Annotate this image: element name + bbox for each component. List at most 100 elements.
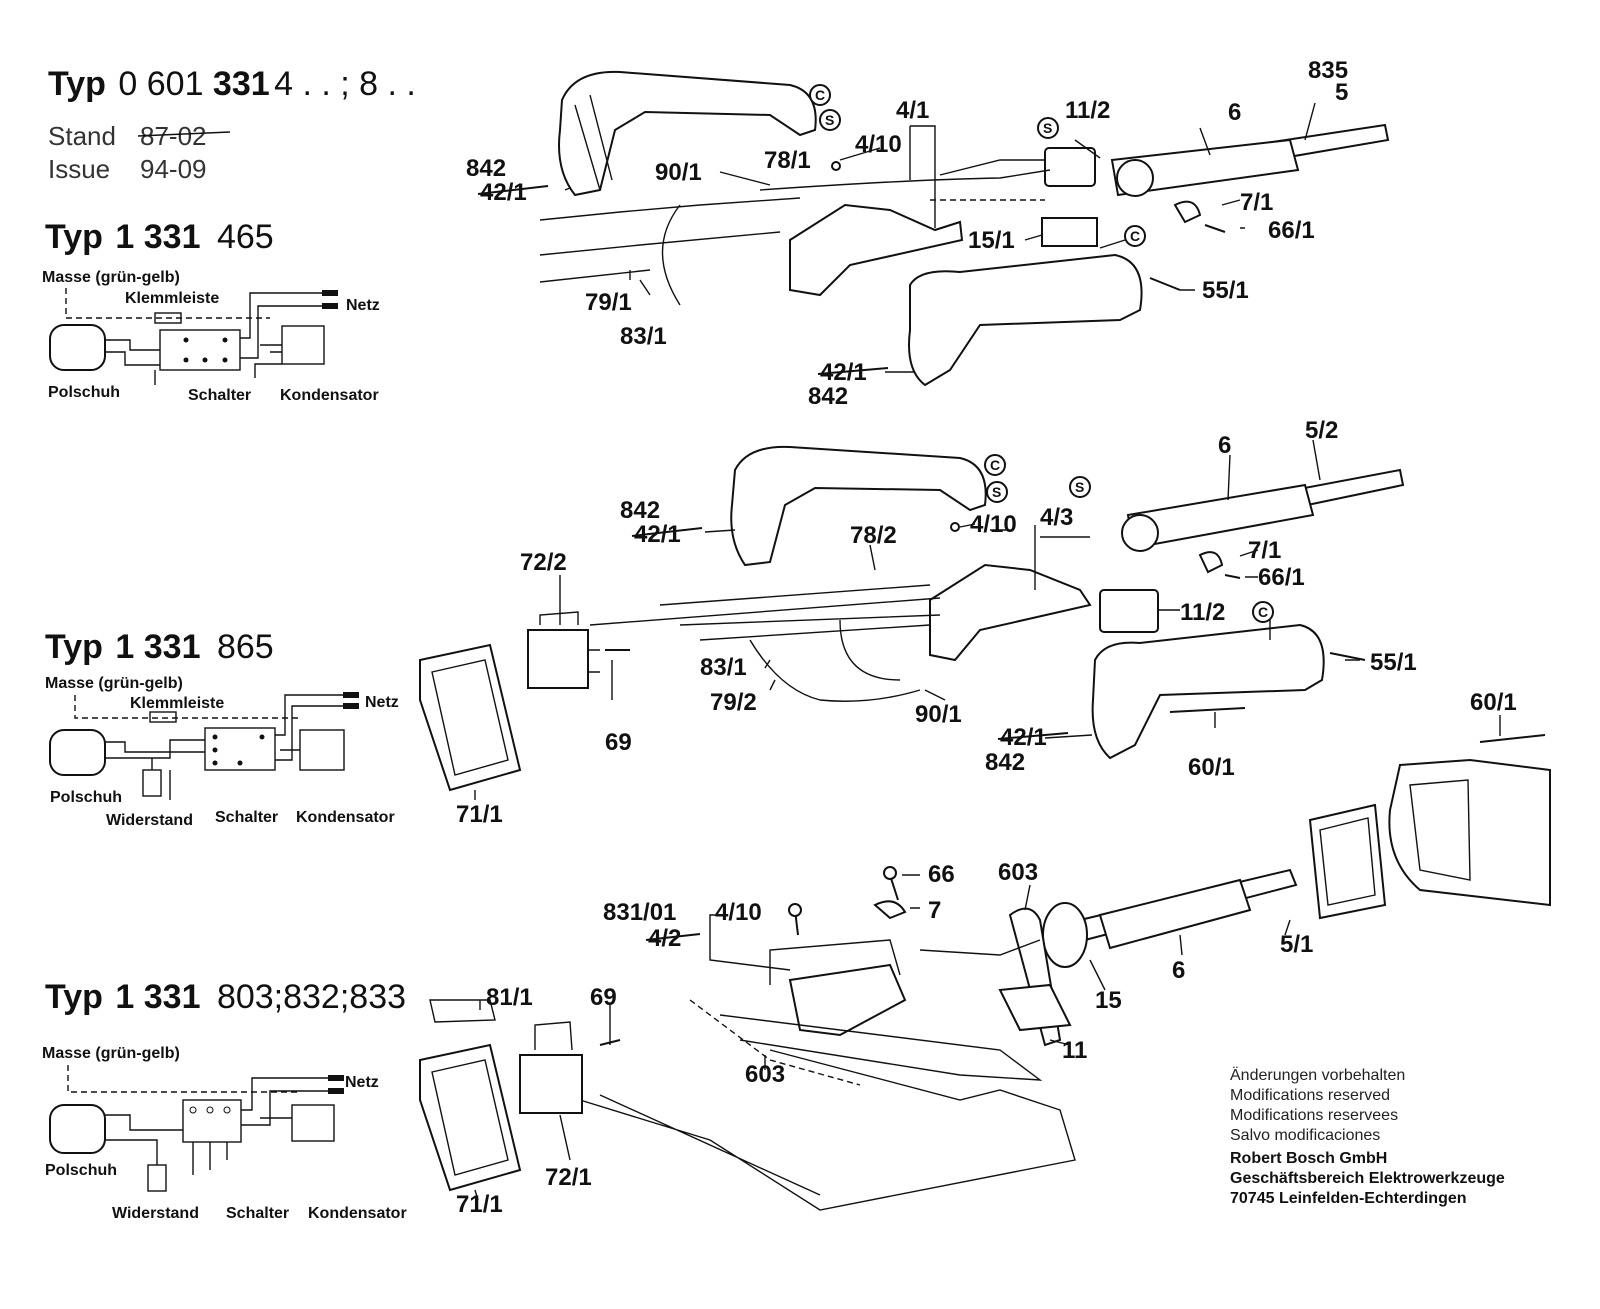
cable-clamp xyxy=(1173,200,1202,224)
part-78-2: 78/2 xyxy=(850,522,897,549)
part-71-1-mid: 71/1 xyxy=(456,801,503,828)
part-6-mid: 6 xyxy=(1218,432,1231,459)
part-79-2: 79/2 xyxy=(710,689,757,716)
note-line-3: Modifications reservees xyxy=(1230,1107,1398,1124)
switch-part xyxy=(788,963,907,1037)
label-kondensator: Kondensator xyxy=(308,1205,407,1222)
part-71-1-bot: 71/1 xyxy=(456,1191,503,1218)
label-netz: Netz xyxy=(346,297,380,314)
part-11: 11 xyxy=(1062,1037,1087,1064)
switch-symbol xyxy=(204,727,276,771)
capacitor-part xyxy=(1044,147,1096,187)
svg-text:C: C xyxy=(815,87,825,103)
resistor-symbol xyxy=(142,769,162,797)
capacitor-symbol xyxy=(299,729,345,771)
part-66: 66 xyxy=(928,861,955,888)
part-6: 6 xyxy=(1228,99,1241,126)
part-60-1-mid-b: 60/1 xyxy=(1470,689,1517,716)
part-66-1: 66/1 xyxy=(1268,217,1315,244)
part-842-mid-b: 842 xyxy=(985,749,1025,776)
svg-text:C: C xyxy=(1258,604,1268,620)
variant-title-865: Typ 1 331 865 xyxy=(45,628,274,666)
label-widerstand: Widerstand xyxy=(112,1205,199,1222)
issue-line: Issue 94-09 xyxy=(48,154,207,184)
wiring-diagram-803: Masse (grün-gelb) Netz Polschuh Widersta… xyxy=(42,1045,407,1222)
housing-ring-71-1 xyxy=(419,1043,522,1192)
svg-text:S: S xyxy=(825,112,834,128)
capacitor-part xyxy=(1099,589,1159,633)
part-4-10-mid: 4/10 xyxy=(970,511,1017,538)
label-schalter: Schalter xyxy=(188,387,251,404)
stand-line: Stand 87-02 xyxy=(48,121,207,151)
part-69-mid: 69 xyxy=(605,729,632,756)
part-15: 15 xyxy=(1095,987,1122,1014)
part-7-1: 7/1 xyxy=(1240,189,1273,216)
part-835: 835 xyxy=(1308,57,1348,84)
switch-part xyxy=(929,563,1092,662)
label-polschuh: Polschuh xyxy=(50,789,122,806)
part-842-top-b: 842 xyxy=(808,383,848,410)
svg-text:S: S xyxy=(1075,479,1084,495)
handle-lower-shell xyxy=(908,253,1143,387)
part-5-2: 5/2 xyxy=(1305,417,1338,444)
label-kondensator: Kondensator xyxy=(296,809,395,826)
part-603-b: 603 xyxy=(745,1061,785,1088)
part-5: 5 xyxy=(1335,79,1348,106)
handle-lower-shell xyxy=(1091,623,1325,760)
exploded-view-top: C S S C 835 5 11/2 6 4/1 4/10 842 42/1 9… xyxy=(466,57,1390,410)
wiring-diagram-465: Masse (grün-gelb) Klemmleiste Netz Polsc… xyxy=(42,269,380,404)
cable-grommet xyxy=(1116,159,1154,197)
handle-upper-shell xyxy=(730,445,987,567)
wiring-diagram-865: Masse (grün-gelb) Klemmleiste Netz Polsc… xyxy=(45,675,399,829)
part-7: 7 xyxy=(928,897,941,924)
note-line-2: Modifications reserved xyxy=(1230,1087,1390,1104)
part-11-2-mid: 11/2 xyxy=(1180,599,1225,626)
part-78-1: 78/1 xyxy=(764,147,811,174)
label-schalter: Schalter xyxy=(215,809,278,826)
part-60-1-mid-a: 60/1 xyxy=(1188,754,1235,781)
part-603-a: 603 xyxy=(998,859,1038,886)
label-schalter: Schalter xyxy=(226,1205,289,1222)
label-netz: Netz xyxy=(365,694,399,711)
part-831-01: 831/01 xyxy=(603,899,676,926)
exploded-view-middle: C S S C 6 5/2 842 42/1 78/2 4/10 4/3 7/1… xyxy=(419,417,1546,828)
capacitor-72-1 xyxy=(519,1054,583,1114)
resistor-symbol xyxy=(147,1164,167,1192)
note-line-4: Salvo modificaciones xyxy=(1230,1127,1380,1144)
switch-symbol xyxy=(182,1099,242,1143)
label-klemmleiste: Klemmleiste xyxy=(130,695,224,712)
company-address: 70745 Leinfelden-Echterdingen xyxy=(1230,1190,1467,1207)
part-5-1: 5/1 xyxy=(1280,931,1313,958)
svg-text:S: S xyxy=(1043,120,1052,136)
part-6-bot: 6 xyxy=(1172,957,1185,984)
label-kondensator: Kondensator xyxy=(280,387,379,404)
label-masse: Masse (grün-gelb) xyxy=(42,269,180,286)
motor-symbol xyxy=(49,1104,106,1154)
svg-text:C: C xyxy=(1130,228,1140,244)
svg-text:S: S xyxy=(992,484,1001,500)
label-netz: Netz xyxy=(345,1074,379,1091)
label-polschuh: Polschuh xyxy=(48,384,120,401)
switch-part xyxy=(789,203,964,297)
motor-symbol xyxy=(49,324,106,371)
part-15-1: 15/1 xyxy=(968,227,1015,254)
part-4-10-bot: 4/10 xyxy=(715,899,762,926)
capacitor-symbol xyxy=(291,1104,335,1142)
part-83-1-mid: 83/1 xyxy=(700,654,747,681)
stand-strike xyxy=(137,131,231,137)
label-plate-81-1 xyxy=(429,999,496,1023)
capacitor-symbol xyxy=(281,325,325,365)
company-name: Robert Bosch GmbH xyxy=(1230,1150,1387,1167)
part-90-1-mid: 90/1 xyxy=(915,701,962,728)
label-masse: Masse (grün-gelb) xyxy=(45,675,183,692)
part-66-1-mid: 66/1 xyxy=(1258,564,1305,591)
part-55-1-mid: 55/1 xyxy=(1370,649,1417,676)
part-4-1: 4/1 xyxy=(896,97,929,124)
label-masse: Masse (grün-gelb) xyxy=(42,1045,180,1062)
part-7-1-mid: 7/1 xyxy=(1248,537,1281,564)
terminal-strip xyxy=(149,711,177,723)
part-4-10: 4/10 xyxy=(855,131,902,158)
company-division: Geschäftsbereich Elektrowerkzeuge xyxy=(1230,1170,1505,1187)
handle-upper-shell xyxy=(558,70,817,197)
